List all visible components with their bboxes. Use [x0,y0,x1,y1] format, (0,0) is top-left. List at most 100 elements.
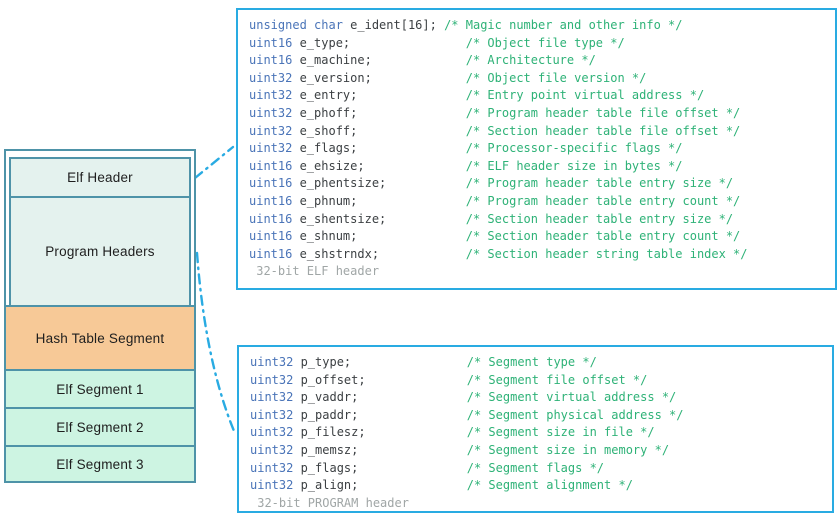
declaration: e_shnum; [292,229,466,244]
code-line: uint32 e_version; /* Object file version… [249,70,835,88]
declaration: e_phnum; [292,193,466,208]
comment: /* Entry point virtual address */ [465,88,705,103]
comment: /* Section header table file offset */ [465,123,741,138]
type-token: uint16 [249,53,293,68]
declaration: e_shentsize; [292,211,466,226]
code-line: uint32 p_align; /* Segment alignment */ [250,477,832,495]
type-token: uint32 [250,407,294,422]
code-line: uint16 e_phnum; /* Program header table … [249,193,835,211]
declaration: p_memsz; [293,442,467,457]
code-line: uint32 p_type; /* Segment type */ [250,354,832,372]
declaration: p_align; [293,478,467,493]
type-token: uint16 [249,229,293,244]
comment: /* Program header table entry count */ [465,193,741,208]
code-line: uint32 p_filesz; /* Segment size in file… [250,424,832,442]
elf-header-caption: 32-bit ELF header [249,264,380,279]
declaration: e_entry; [292,88,466,103]
code-line: uint32 p_vaddr; /* Segment virtual addre… [250,389,832,407]
comment: /* Segment type */ [466,355,597,369]
comment: /* Segment size in memory */ [466,442,670,457]
declaration: e_ident[16]; [342,18,445,32]
type-token: uint16 [249,246,293,261]
declaration: e_machine; [292,53,466,68]
type-token: uint32 [250,372,294,387]
type-token: uint32 [250,442,294,457]
box-elf-segment-2: Elf Segment 2 [4,407,196,447]
comment: /* Segment flags */ [466,460,605,475]
type-token: uint32 [250,425,294,440]
declaration: p_vaddr; [293,390,467,405]
declaration: p_filesz; [293,425,467,440]
box-hash-table-segment: Hash Table Segment [4,305,196,371]
box-elf-segment-2-label: Elf Segment 2 [56,419,144,435]
box-elf-header: Elf Header [9,157,191,198]
comment: /* Object file version */ [465,70,647,85]
connector-program-headers-to-code [195,251,236,433]
declaration: p_offset; [293,372,467,387]
declaration: e_phoff; [292,105,466,120]
program-header-code-block: uint32 p_type; /* Segment type */uint32 … [237,345,834,513]
type-token: uint16 [249,211,293,226]
comment: /* Segment virtual address */ [466,390,677,405]
code-line: uint16 e_phentsize; /* Program header ta… [249,175,835,193]
box-elf-segment-1: Elf Segment 1 [4,369,196,409]
type-token: unsigned char [249,18,343,32]
comment: /* Segment alignment */ [466,478,633,493]
type-token: uint32 [249,105,293,120]
comment: /* Object file type */ [465,35,625,50]
type-token: uint32 [250,460,294,475]
box-program-headers-label: Program Headers [45,244,155,259]
declaration: e_ehsize; [292,158,466,173]
comment: /* Magic number and other info */ [444,18,683,32]
comment: /* Section header table entry size */ [465,211,734,226]
type-token: uint32 [249,70,293,85]
code-line: uint32 e_entry; /* Entry point virtual a… [249,87,835,105]
box-elf-header-label: Elf Header [67,170,133,185]
declaration: e_shstrndx; [292,246,466,261]
type-token: uint32 [250,355,294,369]
type-token: uint32 [249,88,293,103]
code-line: uint16 e_shstrndx; /* Section header str… [249,246,835,264]
type-token: uint32 [250,390,294,405]
elf-header-code-lines: unsigned char e_ident[16]; /* Magic numb… [249,17,835,263]
code-line: uint32 p_offset; /* Segment file offset … [250,372,832,390]
type-token: uint16 [249,35,293,50]
comment: /* Segment size in file */ [466,425,655,440]
type-token: uint16 [249,193,293,208]
declaration: p_type; [293,355,467,369]
code-line: uint16 e_shentsize; /* Section header ta… [249,211,835,229]
declaration: e_shoff; [292,123,466,138]
declaration: e_flags; [292,141,466,156]
code-line: uint16 e_shnum; /* Section header table … [249,228,835,246]
comment: /* Program header table entry size */ [465,176,734,191]
code-line: uint32 p_memsz; /* Segment size in memor… [250,442,832,460]
code-line: uint16 e_ehsize; /* ELF header size in b… [249,158,835,176]
comment: /* Section header table entry count */ [465,229,741,244]
comment: /* Architecture */ [465,53,596,68]
type-token: uint32 [250,478,294,493]
code-line: uint32 e_phoff; /* Program header table … [249,105,835,123]
code-line: uint16 e_machine; /* Architecture */ [249,52,835,70]
box-program-headers: Program Headers [9,196,191,307]
box-elf-segment-1-label: Elf Segment 1 [56,381,144,397]
code-line: unsigned char e_ident[16]; /* Magic numb… [249,17,835,35]
program-header-code-lines: uint32 p_type; /* Segment type */uint32 … [250,354,832,495]
declaration: p_flags; [293,460,467,475]
code-line: uint16 e_type; /* Object file type */ [249,35,835,53]
declaration: e_phentsize; [292,176,466,191]
code-line: uint32 e_shoff; /* Section header table … [249,123,835,141]
code-line: uint32 p_flags; /* Segment flags */ [250,460,832,478]
comment: /* Segment physical address */ [466,407,684,422]
box-elf-segment-3: Elf Segment 3 [4,445,196,483]
type-token: uint32 [249,141,293,156]
declaration: p_paddr; [293,407,467,422]
type-token: uint32 [249,123,293,138]
code-line: uint32 p_paddr; /* Segment physical addr… [250,407,832,425]
comment: /* Segment file offset */ [466,372,648,387]
declaration: e_version; [292,70,466,85]
type-token: uint16 [249,176,293,191]
comment: /* Processor-specific flags */ [465,141,683,156]
comment: /* Section header string table index */ [465,246,748,261]
connector-elf-header-to-code [193,145,235,180]
